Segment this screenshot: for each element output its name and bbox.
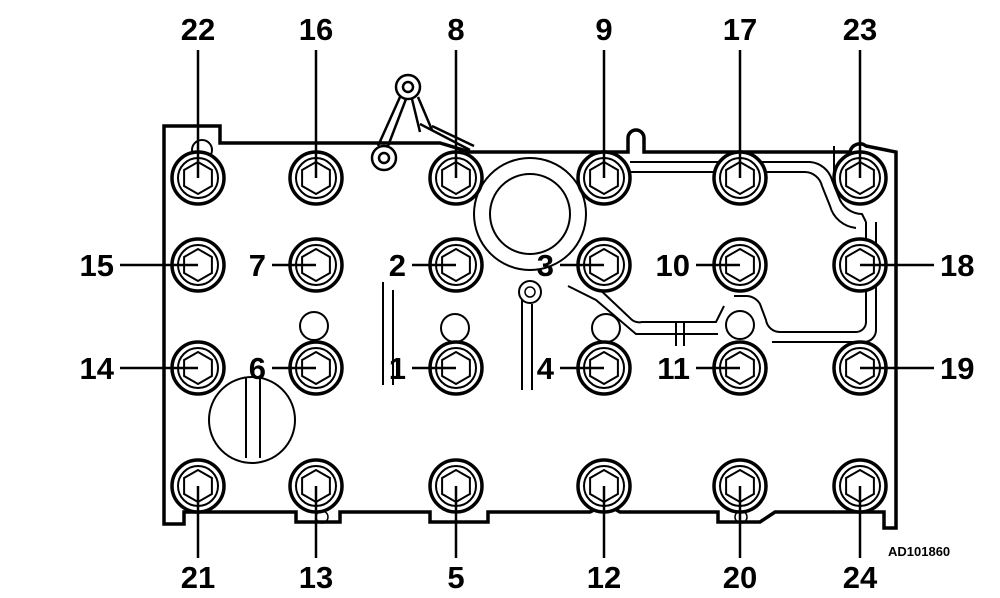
lifting-bracket [370, 73, 475, 172]
bolt-label-18: 18 [940, 248, 974, 283]
bolt-label-3: 3 [537, 248, 554, 283]
bolt-label-16: 16 [299, 12, 333, 47]
bolt-label-21: 21 [181, 560, 215, 595]
bolt-label-12: 12 [587, 560, 621, 595]
bolt-label-10: 10 [656, 248, 690, 283]
bolt-label-22: 22 [181, 12, 215, 47]
bolt-label-24: 24 [843, 560, 878, 595]
bolt-label-23: 23 [843, 12, 877, 47]
bolt-label-1: 1 [389, 351, 406, 386]
leader-lines [120, 50, 934, 558]
bolt-label-7: 7 [249, 248, 266, 283]
bolt-label-5: 5 [447, 560, 464, 595]
bolt-label-11: 11 [657, 351, 690, 386]
bolt-label-13: 13 [299, 560, 333, 595]
bolt-label-4: 4 [537, 351, 555, 386]
housing-features [191, 139, 877, 524]
bolt-label-17: 17 [723, 12, 757, 47]
bolt-label-19: 19 [940, 351, 974, 386]
bolt-label-20: 20 [723, 560, 757, 595]
bolt-label-8: 8 [447, 12, 464, 47]
figure-code: AD101860 [888, 544, 950, 559]
bolt-label-2: 2 [389, 248, 406, 283]
bolt-label-9: 9 [595, 12, 612, 47]
bolt-label-15: 15 [80, 248, 114, 283]
housing-outline [162, 124, 898, 530]
bolt-label-14: 14 [80, 351, 115, 386]
bolt-label-6: 6 [249, 351, 266, 386]
